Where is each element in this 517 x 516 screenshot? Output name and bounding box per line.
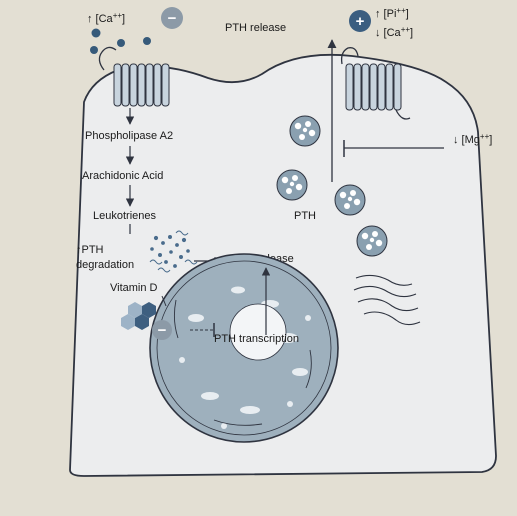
label-pth-degradation-2: degradation xyxy=(76,259,134,271)
svg-text:−: − xyxy=(158,322,167,339)
label-pth-degradation-1: ↑PTH xyxy=(76,244,104,256)
stimulate-sign-top: + xyxy=(349,10,371,32)
label-pi-high: ↑ [Pi++] xyxy=(375,6,409,20)
calcium-sensing-receptor-right xyxy=(340,47,411,120)
label-pth-transcription: PTH transcription xyxy=(214,333,299,345)
calcium-ions xyxy=(90,28,151,54)
nucleus xyxy=(149,253,339,443)
label-pth-granules: PTH xyxy=(294,210,316,222)
arrow-vitamin-d xyxy=(161,295,167,307)
pth-fragments xyxy=(149,230,198,273)
calcium-sensing-receptor-left xyxy=(98,46,170,107)
step-arachidonic-acid: Arachidonic Acid xyxy=(82,170,163,182)
label-ca-low: ↓ [Ca++] xyxy=(375,25,413,39)
svg-text:−: − xyxy=(168,10,177,27)
step-phospholipase: Phospholipase A2 xyxy=(85,130,173,142)
inhibit-sign-nucleus: − xyxy=(152,320,172,340)
vitamin-d-hexagons xyxy=(121,302,156,330)
label-vitamin-d: Vitamin D xyxy=(110,282,158,294)
label-pth-release-top: PTH release xyxy=(225,22,286,34)
pth-granules xyxy=(276,115,388,257)
step-leukotrienes: Leukotrienes xyxy=(93,210,156,222)
label-mg-low: ↓ [Mg++] xyxy=(453,132,492,146)
endoplasmic-reticulum xyxy=(353,274,421,326)
label-ca-high: ↑ [Ca++] xyxy=(87,11,125,25)
inhibit-sign-top: − xyxy=(161,7,183,29)
svg-text:+: + xyxy=(356,13,365,30)
